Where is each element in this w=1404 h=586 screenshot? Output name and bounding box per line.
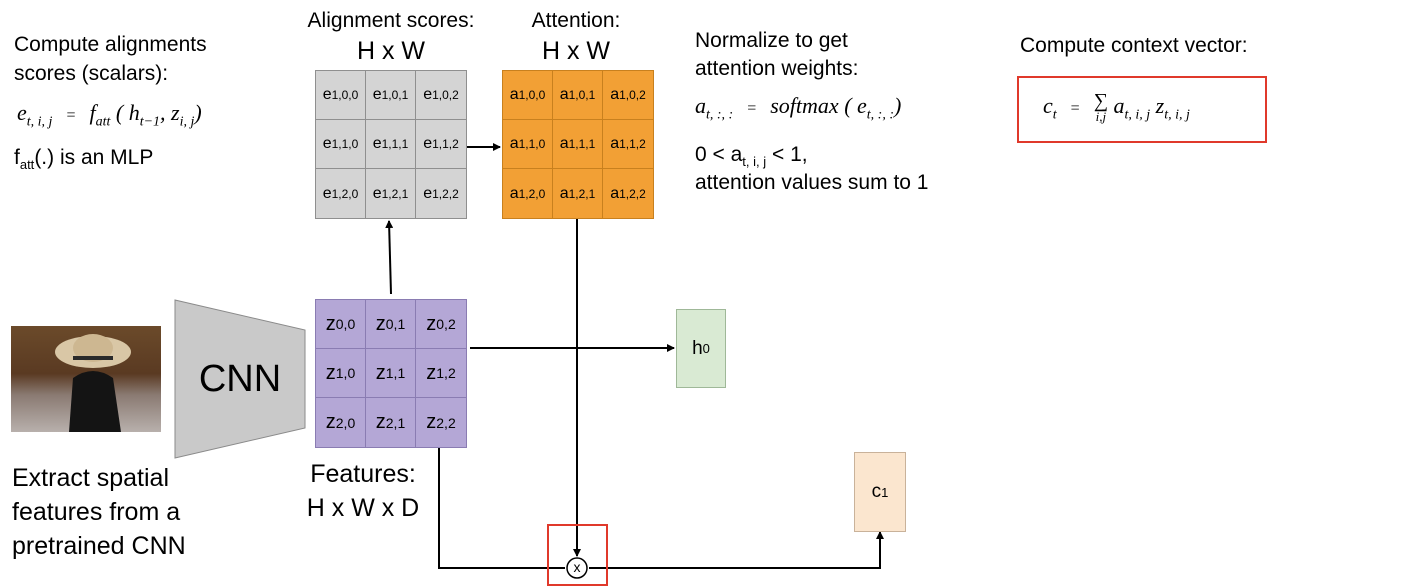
context-heading: Compute context vector: — [1020, 34, 1248, 57]
extract-caption: Extract spatial features from a pretrain… — [12, 464, 186, 560]
line-features-to-multiply — [438, 447, 565, 569]
softmax-formula: at, :, :=softmax ( et, :, :) — [695, 93, 902, 123]
features-caption: Features: H x W x D — [306, 460, 420, 522]
mlp-note: fatt(.) is an MLP — [14, 146, 154, 173]
multiply-highlight-box — [547, 524, 608, 586]
person-with-hat-picture — [55, 334, 131, 432]
compute-alignments-heading: Compute alignments scores (scalars): — [14, 33, 207, 86]
context-formula: ct=∑i,j at, i, j zt, i, j — [1043, 90, 1190, 124]
input-image — [11, 326, 161, 432]
alignment-formula: et, i, j=fatt ( ht−1, zi, j) — [17, 100, 202, 130]
attention-header: Attention: H x W — [531, 9, 621, 66]
alignment-scores-header: Alignment scores: H x W — [307, 9, 475, 66]
multiply-circle — [566, 557, 588, 579]
context-highlight-box — [1017, 76, 1267, 143]
arrow-multiply-to-c1 — [589, 531, 884, 569]
normalize-heading: Normalize to get attention weights: — [695, 29, 859, 81]
cnn-label: CNN — [198, 358, 282, 400]
attention-constraints: 0 < at, i, j < 1, attention values sum t… — [695, 143, 929, 194]
cnn-shape — [174, 299, 306, 459]
multiply-symbol: x — [573, 559, 581, 575]
arrow-features-to-alignment — [385, 220, 394, 295]
